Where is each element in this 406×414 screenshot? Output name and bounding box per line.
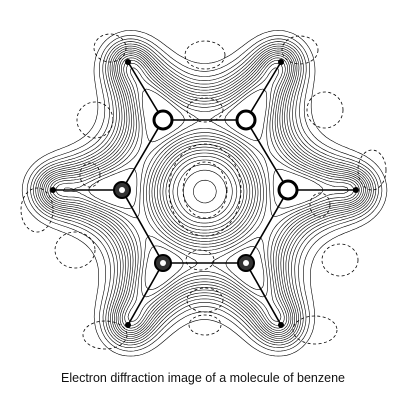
carbon-carbon-bond-5 [121,189,164,264]
figure-caption: Electron diffraction image of a molecule… [61,371,345,385]
density-contour-9 [43,51,366,335]
carbon-hydrogen-bond-1 [127,61,164,121]
density-contour-11 [47,55,362,331]
density-contour-5 [35,43,374,343]
carbon-atom-core-6 [119,187,125,193]
negative-density-blob-7 [20,187,54,233]
negative-density-blob-14 [292,315,338,345]
carbon-atom-3 [277,179,299,201]
density-contour-14 [55,62,354,322]
negative-density-blob-15 [188,314,222,336]
density-contour-7 [39,47,370,339]
positive-density-contours [21,30,388,357]
hydrogen-atom-2 [278,59,284,65]
negative-density-blob-18 [309,192,331,218]
carbon-carbon-bond-6 [121,119,164,191]
hydrogen-atom-6 [50,187,56,193]
carbon-atom-core-5 [160,260,166,266]
negative-density-blob-16 [185,249,215,271]
density-contour-8 [41,49,368,337]
hydrogen-atom-4 [278,322,284,328]
carbon-atom-core-4 [243,260,249,266]
hydrogen-atom-5 [125,322,131,328]
negative-density-blob-3 [281,35,319,65]
negative-density-blob-8 [357,149,387,191]
hydrogen-atom-3 [353,187,359,193]
density-contour-4 [33,41,377,346]
density-contour-2 [26,35,383,352]
atom-markers [50,59,359,328]
negative-density-blob-5 [306,91,344,129]
negative-density-blob-4 [76,101,114,139]
carbon-carbon-bond-3 [245,189,289,264]
hydrogen-atom-1 [125,59,131,65]
density-contour-1 [21,30,388,357]
negative-density-blob-17 [79,162,101,188]
carbon-atom-1 [152,109,174,131]
negative-density-blob-2 [184,40,226,70]
negative-density-blob-9 [182,161,228,219]
negative-density-blob-11 [321,243,359,277]
density-contour-15 [63,67,349,298]
negative-density-blob-13 [82,320,128,350]
carbon-hydrogen-bond-4 [245,262,282,326]
density-contour-10 [45,53,364,333]
density-contour-6 [37,45,372,341]
density-contour-12 [49,57,360,329]
carbon-hydrogen-bond-2 [245,61,282,121]
carbon-carbon-bond-2 [245,119,289,191]
negative-density-blob-10 [54,231,96,269]
bond-lines [53,61,356,326]
carbon-atom-2 [235,109,257,131]
negative-density-blob-1 [93,33,127,63]
negative-density-blob-6 [186,97,224,123]
carbon-hydrogen-bond-5 [127,262,164,326]
density-contour-3 [30,38,379,348]
